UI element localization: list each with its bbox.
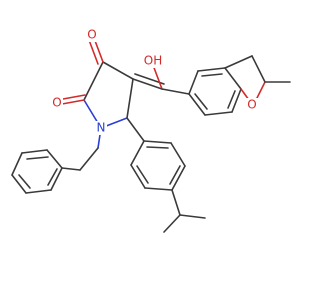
atom-labels: OH O O N O (51, 28, 258, 135)
ketone-oxygen-left-label: O (52, 96, 61, 110)
isopropylphenyl-group (126, 117, 206, 233)
hydroxyl-label: OH (144, 54, 162, 68)
dihydrobenzofuran-group (161, 55, 291, 116)
molecule-diagram: OH O O N O (11, 28, 291, 233)
pyrrolidinedione-ring (61, 37, 165, 129)
nitrogen-label: N (97, 121, 106, 135)
ring-oxygen-label: O (247, 98, 256, 112)
ketone-oxygen-upper-label: O (87, 28, 96, 42)
phenethyl-group (11, 127, 102, 194)
structure-svg: OH O O N O (11, 28, 291, 233)
